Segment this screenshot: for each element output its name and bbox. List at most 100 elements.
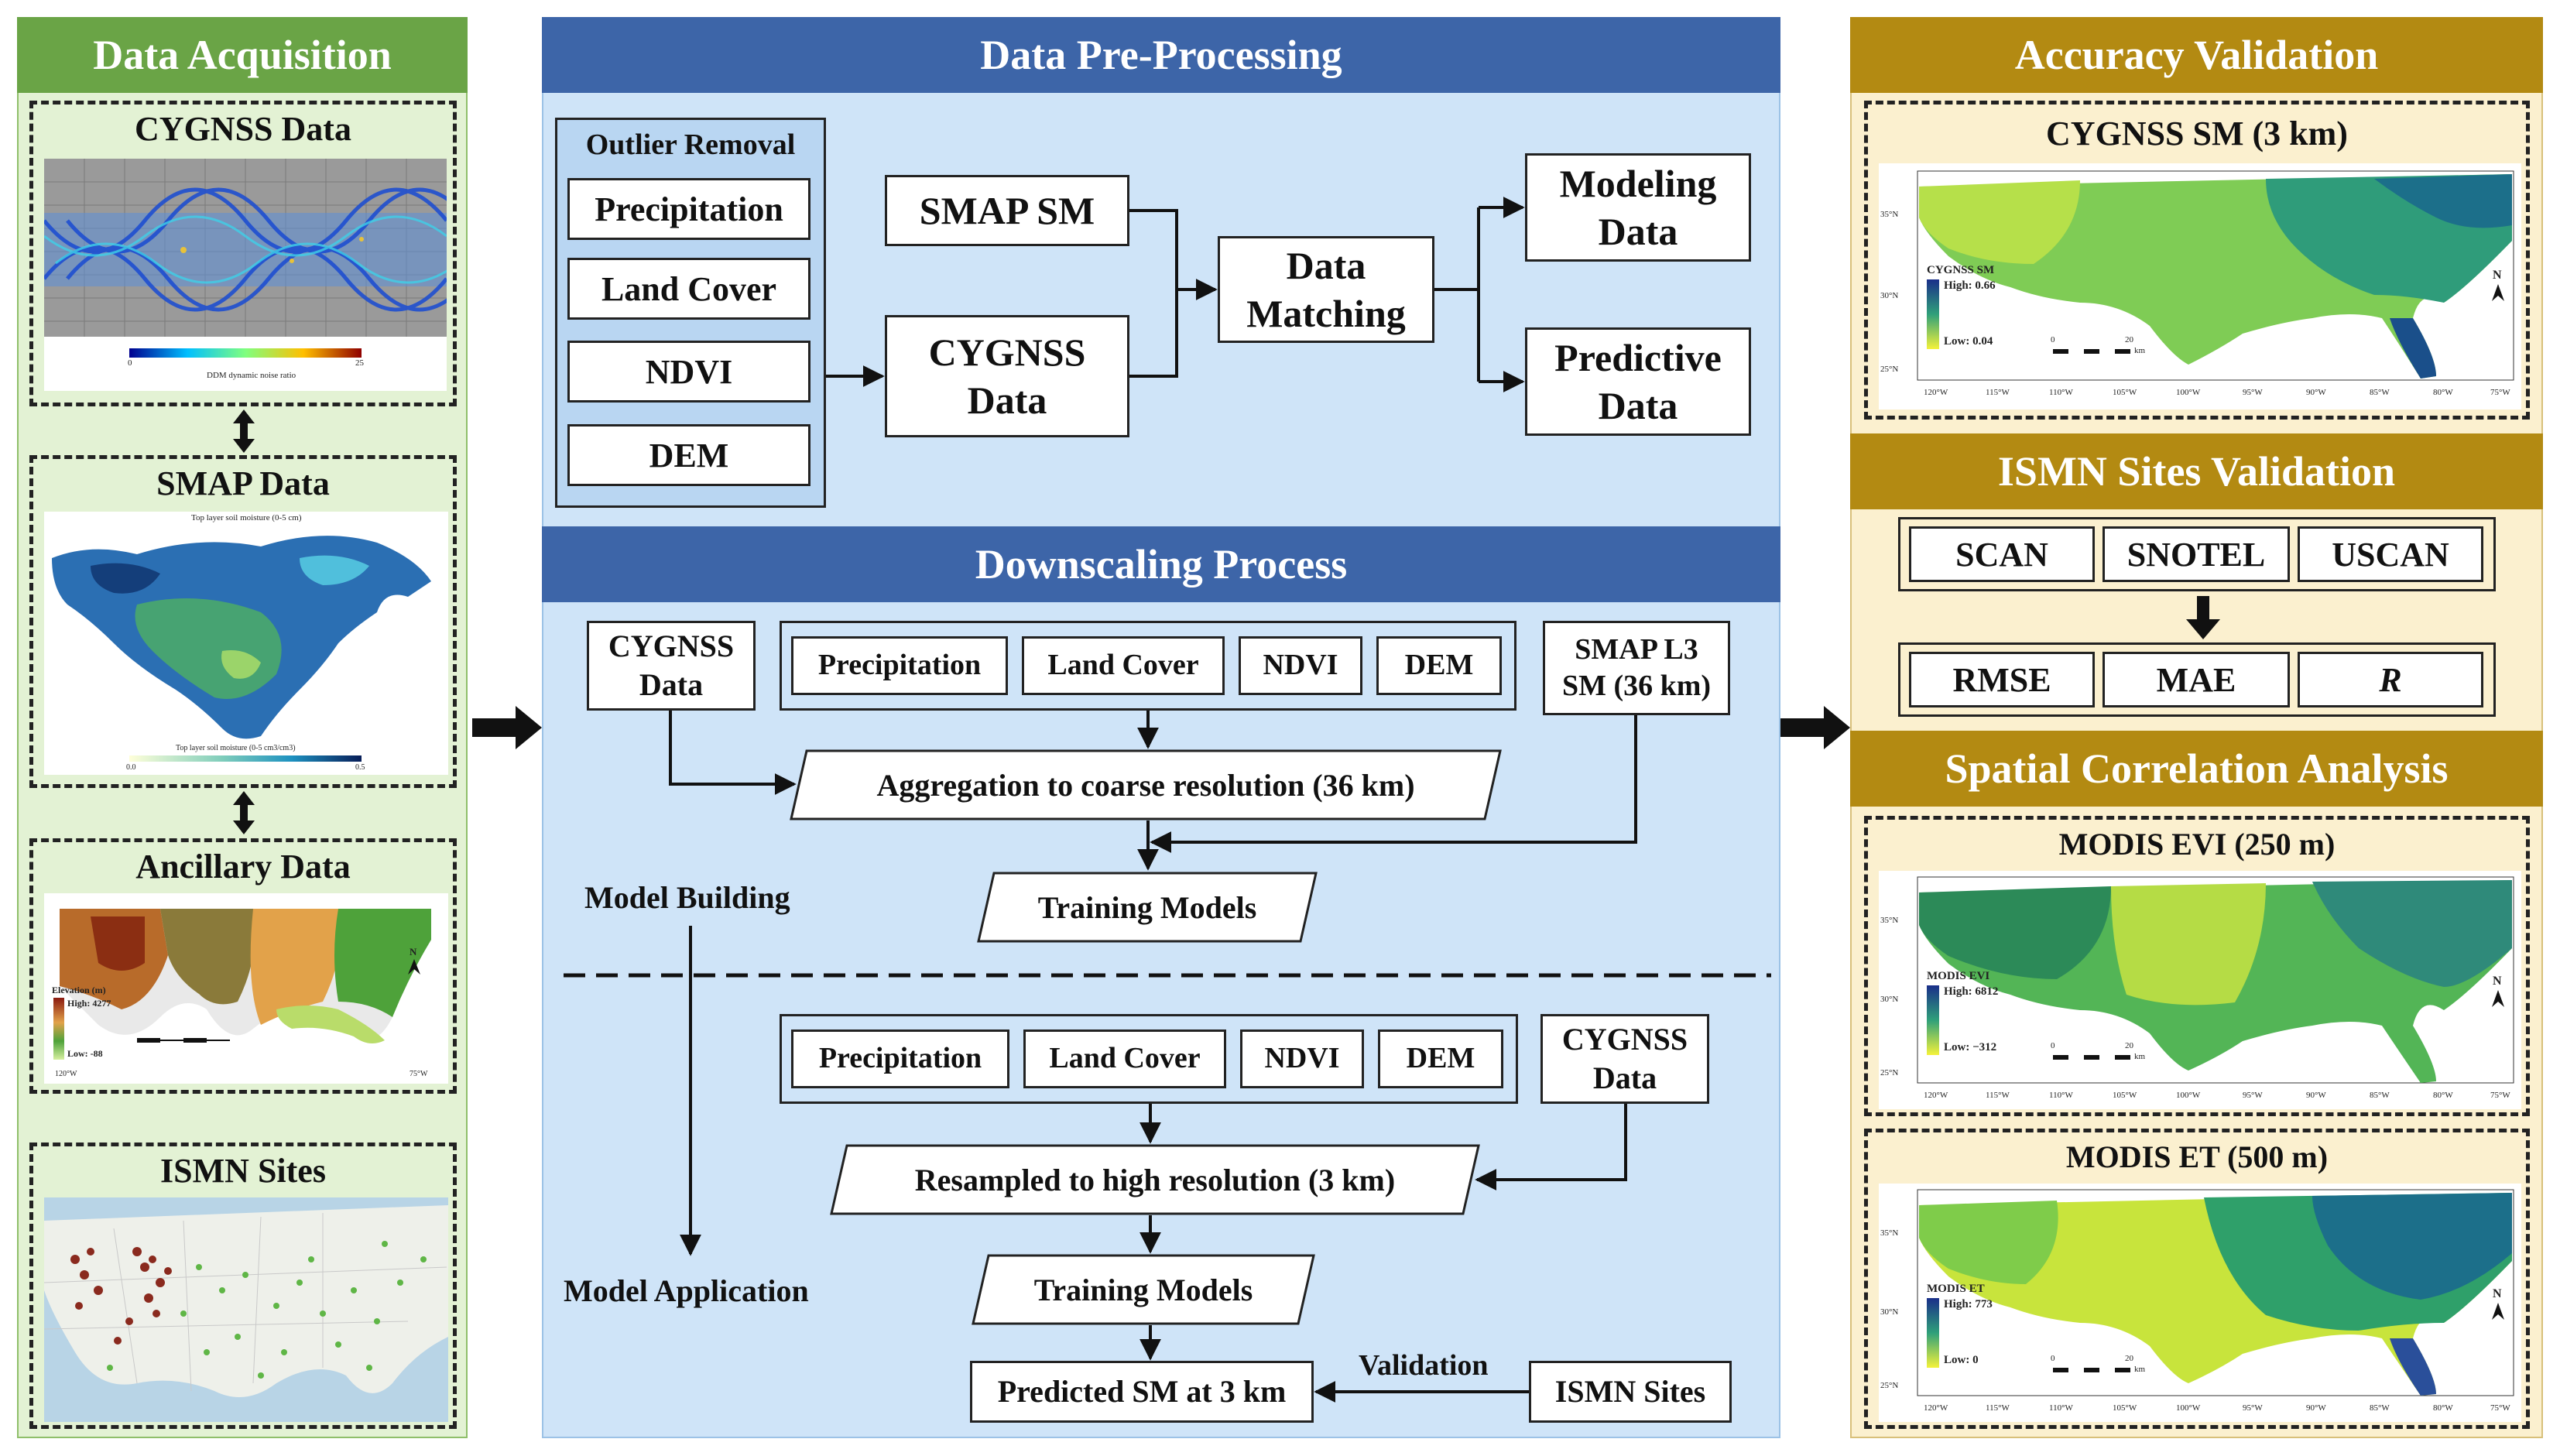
scale-unit: km <box>2134 1052 2146 1061</box>
lat-tick: 25°N <box>1880 1381 1899 1390</box>
down-cygnss-data-box: CYGNSS Data <box>587 621 756 711</box>
elevation-lon-tick: 120°W <box>55 1070 77 1078</box>
cygnss-sm-map: CYGNSS SM High: 0.66 Low: 0.04 N 0 20 km… <box>1879 163 2521 409</box>
lat-tick: 35°N <box>1880 916 1899 925</box>
lon-tick: 90°W <box>2306 1091 2326 1100</box>
ismn-sites-group: ISMN Sites <box>29 1143 457 1429</box>
lat-tick: 25°N <box>1880 1068 1899 1077</box>
ismn-sites-title: ISMN Sites <box>160 1152 326 1190</box>
modis-evi-title: MODIS EVI (250 m) <box>2058 827 2336 862</box>
modis-et-low: Low: 0 <box>1944 1354 1979 1366</box>
cygnss-colorbar-tick: 0 <box>128 358 132 368</box>
right-arrow-icon <box>472 706 542 749</box>
north-label: N <box>2493 1287 2502 1300</box>
lat-tick: 25°N <box>1880 365 1899 374</box>
elevation-map: Elevation (m) High: 4277 Low: -88 N 120°… <box>44 893 448 1084</box>
smap-north-america-map: Top layer soil moisture (0-5 cm) Top lay… <box>44 512 448 775</box>
scale-unit: km <box>2134 346 2146 355</box>
lon-tick: 75°W <box>2490 1091 2510 1100</box>
smap-l3-box: SMAP L3 SM (36 km) <box>1543 621 1730 715</box>
lon-tick: 105°W <box>2113 1091 2137 1100</box>
elevation-lon-tick: 75°W <box>410 1070 428 1078</box>
elevation-map-graphic <box>53 909 431 1060</box>
lon-tick: 110°W <box>2049 388 2073 397</box>
lat-tick: 30°N <box>1880 1307 1899 1317</box>
lon-tick: 105°W <box>2113 1403 2137 1413</box>
modeling-data-box: Modeling Data <box>1525 153 1751 262</box>
features-group-bottom <box>780 1014 1518 1104</box>
aggregation-box: Aggregation to coarse resolution (36 km) <box>790 749 1502 820</box>
data-acquisition-header: Data Acquisition <box>17 17 468 93</box>
lat-tick: 30°N <box>1880 291 1899 300</box>
metrics-group <box>1898 642 2496 717</box>
model-building-label: Model Building <box>584 880 790 915</box>
modis-et-title: MODIS ET (500 m) <box>2065 1139 2329 1174</box>
scale-unit: km <box>2134 1365 2146 1374</box>
down-cygnss-data-box-2: CYGNSS Data <box>1540 1014 1709 1104</box>
cygnss-data-title: CYGNSS Data <box>135 110 351 148</box>
lon-tick: 95°W <box>2243 1403 2263 1413</box>
pre-processing-header: Data Pre-Processing <box>542 17 1780 93</box>
lon-tick: 95°W <box>2243 1091 2263 1100</box>
lat-tick: 35°N <box>1880 210 1899 219</box>
network-uscan: USCAN <box>2298 526 2483 582</box>
lon-tick: 80°W <box>2433 1091 2453 1100</box>
lon-tick: 120°W <box>1924 1403 1948 1413</box>
metric-mae: MAE <box>2102 652 2290 707</box>
lat-tick: 35°N <box>1880 1228 1899 1238</box>
scale-tick: 0 <box>2051 1354 2055 1363</box>
pre-cygnss-data-box: CYGNSS Data <box>885 315 1129 437</box>
scale-tick: 20 <box>2125 335 2133 344</box>
network-snotel: SNOTEL <box>2102 526 2290 582</box>
modis-et-map-graphic <box>1917 1189 2514 1396</box>
cygnss-sm-title: CYGNSS SM (3 km) <box>2046 115 2348 152</box>
scale-tick: 20 <box>2125 1041 2133 1050</box>
lon-tick: 115°W <box>1986 388 2010 397</box>
lon-tick: 100°W <box>2176 1091 2201 1100</box>
modis-et-group: MODIS ET (500 m) MODIS ET High: 773 Low:… <box>1864 1129 2530 1429</box>
feature-land-cover: Land Cover <box>1022 636 1225 695</box>
lon-tick: 120°W <box>1924 1091 1948 1100</box>
outlier-precipitation: Precipitation <box>567 178 810 240</box>
lon-tick: 100°W <box>2176 388 2201 397</box>
elevation-high: High: 4277 <box>67 998 111 1009</box>
feature-ndvi-2: NDVI <box>1240 1029 1364 1088</box>
predicted-sm-box: Predicted SM at 3 km <box>970 1361 1314 1423</box>
outlier-dem: DEM <box>567 424 810 486</box>
lon-tick: 110°W <box>2049 1091 2073 1100</box>
cygnss-sm-map-graphic <box>1917 170 2514 381</box>
feature-land-cover-2: Land Cover <box>1023 1029 1226 1088</box>
spatial-correlation-header: Spatial Correlation Analysis <box>1850 731 2543 807</box>
validation-label: Validation <box>1359 1349 1489 1382</box>
modis-et-map: MODIS ET High: 773 Low: 0 N 0 20 km 35°N… <box>1879 1184 2521 1422</box>
ismn-map-graphic <box>44 1197 448 1422</box>
modis-et-legend-title: MODIS ET <box>1927 1283 1985 1295</box>
lon-tick: 100°W <box>2176 1403 2201 1413</box>
outlier-ndvi: NDVI <box>567 341 810 403</box>
lat-tick: 30°N <box>1880 995 1899 1004</box>
smap-data-title: SMAP Data <box>156 464 330 502</box>
lon-tick: 105°W <box>2113 388 2137 397</box>
north-label: N <box>410 946 417 958</box>
lon-tick: 110°W <box>2049 1403 2073 1413</box>
ancillary-data-title: Ancillary Data <box>135 848 351 886</box>
elevation-low: Low: -88 <box>67 1048 103 1059</box>
feature-dem-2: DEM <box>1378 1029 1503 1088</box>
lon-tick: 95°W <box>2243 388 2263 397</box>
accuracy-validation-header: Accuracy Validation <box>1850 17 2543 93</box>
smap-map-graphic <box>44 526 448 762</box>
modis-evi-group: MODIS EVI (250 m) MODIS EVI High: 6812 L… <box>1864 816 2530 1116</box>
modis-evi-high: High: 6812 <box>1944 985 1999 998</box>
ismn-sites-box: ISMN Sites <box>1529 1361 1732 1423</box>
feature-ndvi: NDVI <box>1239 636 1362 695</box>
feature-precipitation: Precipitation <box>791 636 1008 695</box>
lon-tick: 85°W <box>2370 388 2390 397</box>
north-label: N <box>2493 269 2502 282</box>
cygnss-global-map: 0 25 DDM dynamic noise ratio <box>44 159 447 391</box>
cygnss-sm-low: Low: 0.04 <box>1944 335 1993 348</box>
scale-tick: 0 <box>2051 335 2055 344</box>
ancillary-data-group: Ancillary Data Elevation (m) High: 4277 … <box>29 838 457 1094</box>
smap-map-title: Top layer soil moisture (0-5 cm) <box>191 513 302 522</box>
modis-evi-low: Low: −312 <box>1944 1041 1997 1053</box>
lon-tick: 115°W <box>1986 1091 2010 1100</box>
